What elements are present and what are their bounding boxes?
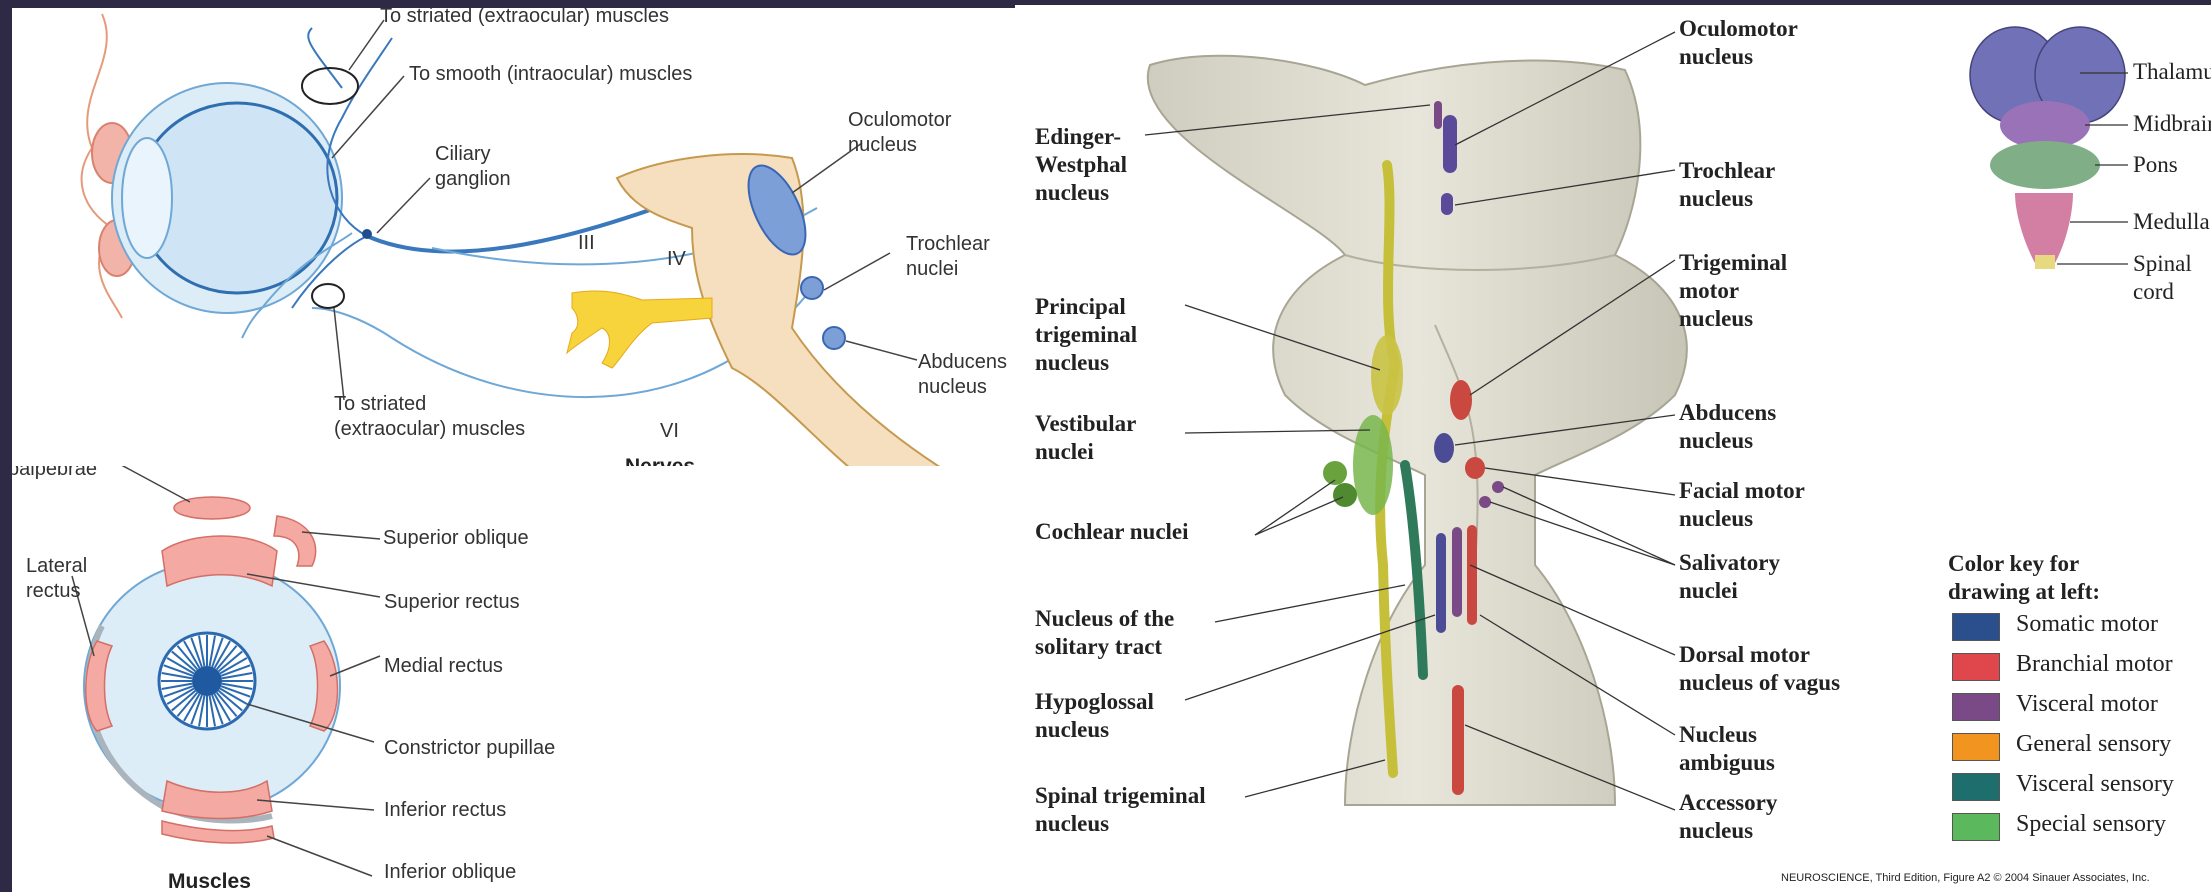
label-nerve-vi: VI [660, 420, 679, 443]
inset-label-medulla: Medulla [2133, 208, 2210, 236]
color-key-label: General sensory [2016, 731, 2171, 758]
color-swatch [1952, 813, 2000, 841]
label-nerve-iv: IV [667, 248, 686, 271]
brainstem-illustration [1015, 5, 2211, 892]
color-key-label: Somatic motor [2016, 611, 2158, 638]
figure-credit: NEUROSCIENCE, Third Edition, Figure A2 ©… [1781, 872, 2150, 884]
label-oculomotor-nucleus-r: Oculomotor nucleus [1679, 15, 1798, 71]
label-ciliary-ganglion: Ciliary ganglion [435, 142, 511, 192]
label-superior-rectus: Superior rectus [384, 590, 520, 615]
label-trigeminal-motor: Trigeminal motor nucleus [1679, 249, 1787, 333]
color-key-label: Branchial motor [2016, 651, 2173, 678]
color-key-label: Special sensory [2016, 811, 2166, 838]
label-constrictor-pupillae: Constrictor pupillae [384, 736, 555, 761]
label-facial-motor: Facial motor nucleus [1679, 477, 1805, 533]
label-spinal-trigeminal: Spinal trigeminal nucleus [1035, 782, 1206, 838]
label-abducens-nucleus: Abducens nucleus [918, 350, 1007, 400]
label-dorsal-vagus: Dorsal motor nucleus of vagus [1679, 641, 1840, 697]
label-edinger-westphal: Edinger- Westphal nucleus [1035, 123, 1127, 207]
label-inferior-oblique: Inferior oblique [384, 860, 516, 885]
label-striated-top: To striated (extraocular) muscles [380, 8, 669, 29]
label-smooth-muscles: To smooth (intraocular) muscles [409, 62, 692, 87]
label-trochlear-nucleus-r: Trochlear nucleus [1679, 157, 1775, 213]
label-ambiguus: Nucleus ambiguus [1679, 721, 1775, 777]
label-nerve-iii: III [578, 232, 595, 255]
label-solitary-tract: Nucleus of the solitary tract [1035, 605, 1174, 661]
muscles-title: Muscles [168, 870, 251, 892]
inset-label-midbrain: Midbrain [2133, 110, 2211, 138]
color-swatch [1952, 653, 2000, 681]
color-swatch [1952, 613, 2000, 641]
label-inferior-rectus: Inferior rectus [384, 798, 506, 823]
color-swatch [1952, 693, 2000, 721]
label-levator-palpebrae: Levator palpebrae [12, 466, 97, 482]
brainstem-panel: Edinger- Westphal nucleus Principal trig… [1015, 5, 2211, 892]
label-vestibular-nuclei: Vestibular nuclei [1035, 410, 1136, 466]
color-swatch [1952, 733, 2000, 761]
label-accessory: Accessory nucleus [1679, 789, 1777, 845]
label-oculomotor-nucleus: Oculomotor nucleus [848, 108, 951, 158]
label-salivatory: Salivatory nuclei [1679, 549, 1780, 605]
label-medial-rectus: Medial rectus [384, 654, 503, 679]
label-lateral-rectus: Lateral rectus [26, 554, 87, 604]
label-trochlear-nuclei: Trochlear nuclei [906, 232, 990, 282]
color-key-label: Visceral sensory [2016, 771, 2174, 798]
label-cochlear-nuclei: Cochlear nuclei [1035, 518, 1189, 546]
label-striated-bottom: To striated (extraocular) muscles [334, 392, 525, 442]
label-principal-trigeminal: Principal trigeminal nucleus [1035, 293, 1137, 377]
label-abducens-nucleus-r: Abducens nucleus [1679, 399, 1776, 455]
color-key-title: Color key for drawing at left: [1948, 550, 2100, 606]
label-hypoglossal: Hypoglossal nucleus [1035, 688, 1154, 744]
inset-label-pons: Pons [2133, 151, 2178, 179]
nerves-title: Nerves [625, 455, 695, 466]
nerves-panel: To striated (extraocular) muscles To smo… [12, 8, 1015, 466]
muscles-panel: Levator palpebrae Lateral rectus Superio… [12, 466, 1015, 892]
color-key-label: Visceral motor [2016, 691, 2158, 718]
inset-label-thalamus: Thalamus [2133, 58, 2211, 86]
color-swatch [1952, 773, 2000, 801]
label-superior-oblique: Superior oblique [383, 526, 529, 551]
inset-label-spinal-cord: Spinal cord [2133, 250, 2192, 306]
